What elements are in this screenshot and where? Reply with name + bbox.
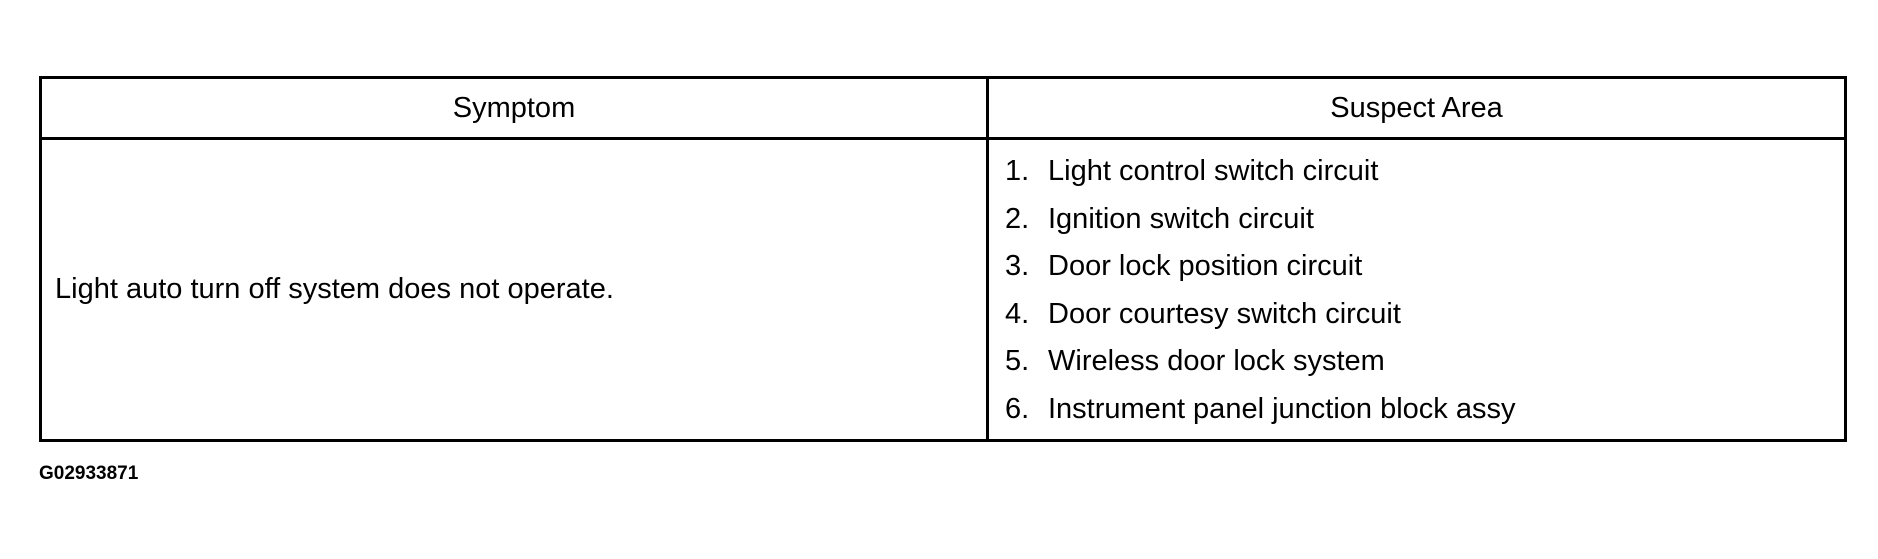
list-item: 1. Light control switch circuit bbox=[1005, 148, 1844, 196]
list-item: 3. Door lock position circuit bbox=[1005, 243, 1844, 291]
list-item: 2. Ignition switch circuit bbox=[1005, 196, 1844, 244]
list-item-number: 4. bbox=[1005, 297, 1030, 330]
list-item-text: Door courtesy switch circuit bbox=[1048, 297, 1401, 330]
list-item-number: 1. bbox=[1005, 155, 1030, 187]
list-item-text: Wireless door lock system bbox=[1048, 345, 1385, 377]
list-item-text: Door lock position circuit bbox=[1048, 250, 1363, 282]
list-item-text: Light control switch circuit bbox=[1048, 155, 1379, 187]
list-item: 5. Wireless door lock system bbox=[1005, 338, 1844, 386]
symptom-column-header: Symptom bbox=[39, 76, 989, 140]
suspect-area-cell: 1. Light control switch circuit 2. Ignitio… bbox=[986, 137, 1847, 442]
suspect-area-column-header: Suspect Area bbox=[986, 76, 1847, 140]
table-row: Light auto turn off system does not oper… bbox=[39, 137, 1847, 442]
list-item-number: 5. bbox=[1005, 345, 1030, 377]
figure-id-label: G02933871 bbox=[39, 463, 139, 484]
list-item: 6. Instrument panel junction block assy bbox=[1005, 386, 1844, 434]
table-header-row: Symptom Suspect Area bbox=[39, 76, 1847, 140]
list-item-number: 2. bbox=[1005, 202, 1030, 235]
troubleshooting-table: Symptom Suspect Area Light auto turn off… bbox=[39, 76, 1847, 442]
suspect-area-list: 1. Light control switch circuit 2. Ignitio… bbox=[989, 140, 1844, 439]
list-item-number: 3. bbox=[1005, 250, 1030, 282]
list-item: 4. Door courtesy switch circuit bbox=[1005, 291, 1844, 339]
list-item-text: Ignition switch circuit bbox=[1048, 202, 1314, 235]
list-item-number: 6. bbox=[1005, 392, 1030, 425]
list-item-text: Instrument panel junction block assy bbox=[1048, 392, 1516, 425]
symptom-cell: Light auto turn off system does not oper… bbox=[39, 137, 989, 442]
